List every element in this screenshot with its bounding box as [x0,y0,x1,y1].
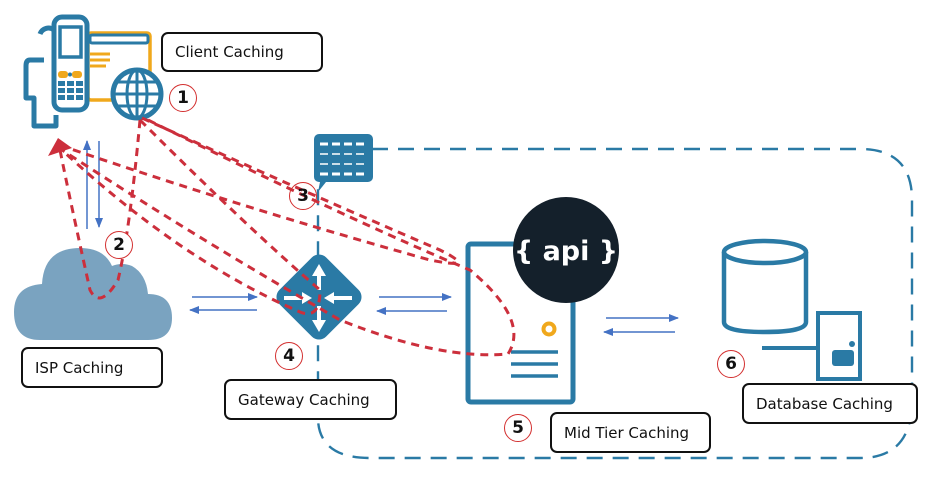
cache-path-isp [58,119,142,300]
globe-icon [110,67,164,121]
step-marker-6: 6 [717,350,745,378]
datacenter-boundary [316,147,914,460]
database-icon [721,238,862,381]
cache-path-gateway [60,118,322,316]
step-marker-3: 3 [289,182,317,210]
cache-path-cdn [67,116,460,265]
gateway-caching-label: Gateway Caching [224,379,397,420]
mid-tier-caching-label: Mid Tier Caching [550,412,711,453]
server-rack-icon [314,134,373,192]
client-caching-label: Client Caching [161,32,323,72]
step-marker-5: 5 [504,414,532,442]
arrow-gateway-midtier [376,293,452,315]
isp-caching-label: ISP Caching [21,347,163,388]
step-marker-4: 4 [275,342,303,370]
arrow-isp-gateway [189,293,258,314]
return-arrowhead [48,138,72,156]
arrow-midtier-database [603,314,679,336]
api-badge-text: { api } [514,236,618,267]
cache-path-midtier [61,118,516,357]
database-caching-label: Database Caching [742,383,918,424]
step-marker-1: 1 [169,84,197,112]
client-device-icon [23,14,152,129]
api-badge: { api } [513,197,619,303]
step-marker-2: 2 [105,231,133,259]
